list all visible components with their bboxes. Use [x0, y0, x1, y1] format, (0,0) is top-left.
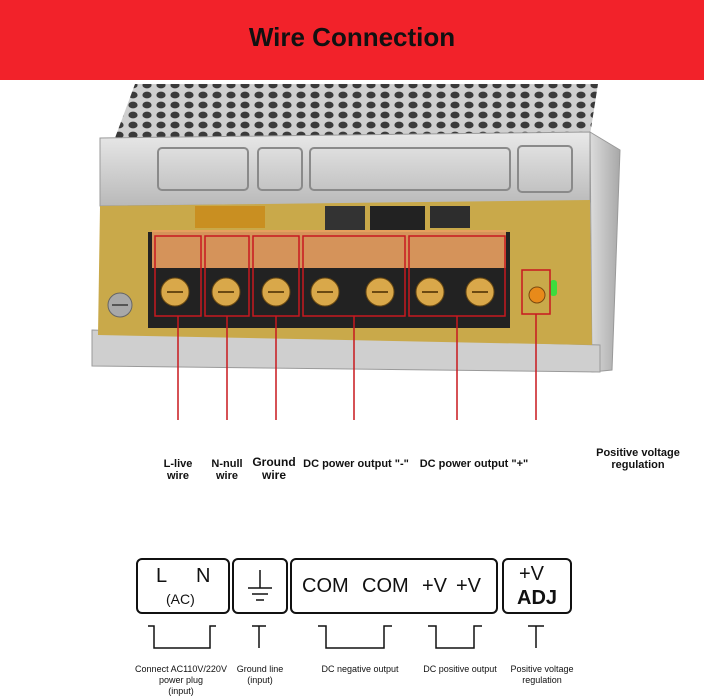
adj-terminal-box: +V ADJ: [502, 558, 572, 614]
callout-ground: Ground wire: [248, 456, 300, 482]
label-ac: (AC): [166, 591, 195, 607]
caption-ac-input: Connect AC110V/220V power plug (input): [126, 664, 236, 697]
dc-terminal-box: COM COM +V +V: [290, 558, 498, 614]
side-panel: [589, 131, 621, 373]
callout-n-null-line1: N-null: [211, 458, 243, 470]
caption-positive-voltage: Positive voltage regulation: [502, 664, 582, 686]
caption-ground-line2: (input): [247, 675, 273, 685]
power-supply-illustration: [91, 84, 621, 420]
title-banner: Wire Connection: [0, 0, 704, 80]
callout-n-null-line2: wire: [215, 470, 238, 482]
callout-pos-line2: regulation: [611, 459, 665, 471]
callout-n-null: N-null wire: [205, 458, 249, 482]
label-adj: ADJ: [517, 587, 558, 609]
terminal-screws: [160, 277, 495, 307]
caption-ac-line1: Connect AC110V/220V: [135, 664, 227, 674]
callout-l-live: L-live wire: [158, 458, 198, 482]
callout-ground-line2: wire: [261, 468, 286, 482]
caption-pos-line1: Positive voltage: [510, 664, 574, 674]
caption-ac-line2: power plug: [158, 675, 204, 685]
ground-symbol-icon: [248, 570, 272, 601]
ac-terminal-box: L N (AC): [136, 558, 230, 614]
label-adj-v: +V: [519, 563, 545, 585]
banner-title: Wire Connection: [248, 22, 456, 52]
callout-dc-positive: DC power output "+": [419, 458, 529, 470]
callout-dc-negative: DC power output "-": [303, 458, 409, 470]
caption-ground-input: Ground line (input): [228, 664, 292, 686]
ground-terminal-box: [232, 558, 288, 614]
callout-positive-voltage: Positive voltage regulation: [590, 447, 686, 471]
label-v-1: +V: [422, 575, 448, 597]
caption-dc-positive: DC positive output: [423, 664, 497, 674]
label-com-1: COM: [302, 575, 349, 597]
caption-ground-line1: Ground line: [236, 664, 284, 674]
label-com-2: COM: [362, 575, 409, 597]
label-l: L: [156, 565, 168, 587]
label-n: N: [196, 565, 211, 587]
caption-ac-line3: (input): [168, 686, 194, 696]
led: [550, 280, 557, 296]
label-v-2: +V: [456, 575, 482, 597]
adj-potentiometer: [528, 286, 546, 304]
vent-grille: [115, 84, 598, 138]
front-cover: [99, 131, 591, 207]
callout-l-live-line2: wire: [166, 470, 189, 482]
caption-dc-negative: DC negative output: [321, 664, 399, 674]
caption-pos-line2: regulation: [522, 675, 562, 685]
callout-l-live-line1: L-live: [163, 458, 193, 470]
callout-ground-line1: Ground: [252, 455, 296, 469]
callout-pos-line1: Positive voltage: [596, 447, 680, 459]
